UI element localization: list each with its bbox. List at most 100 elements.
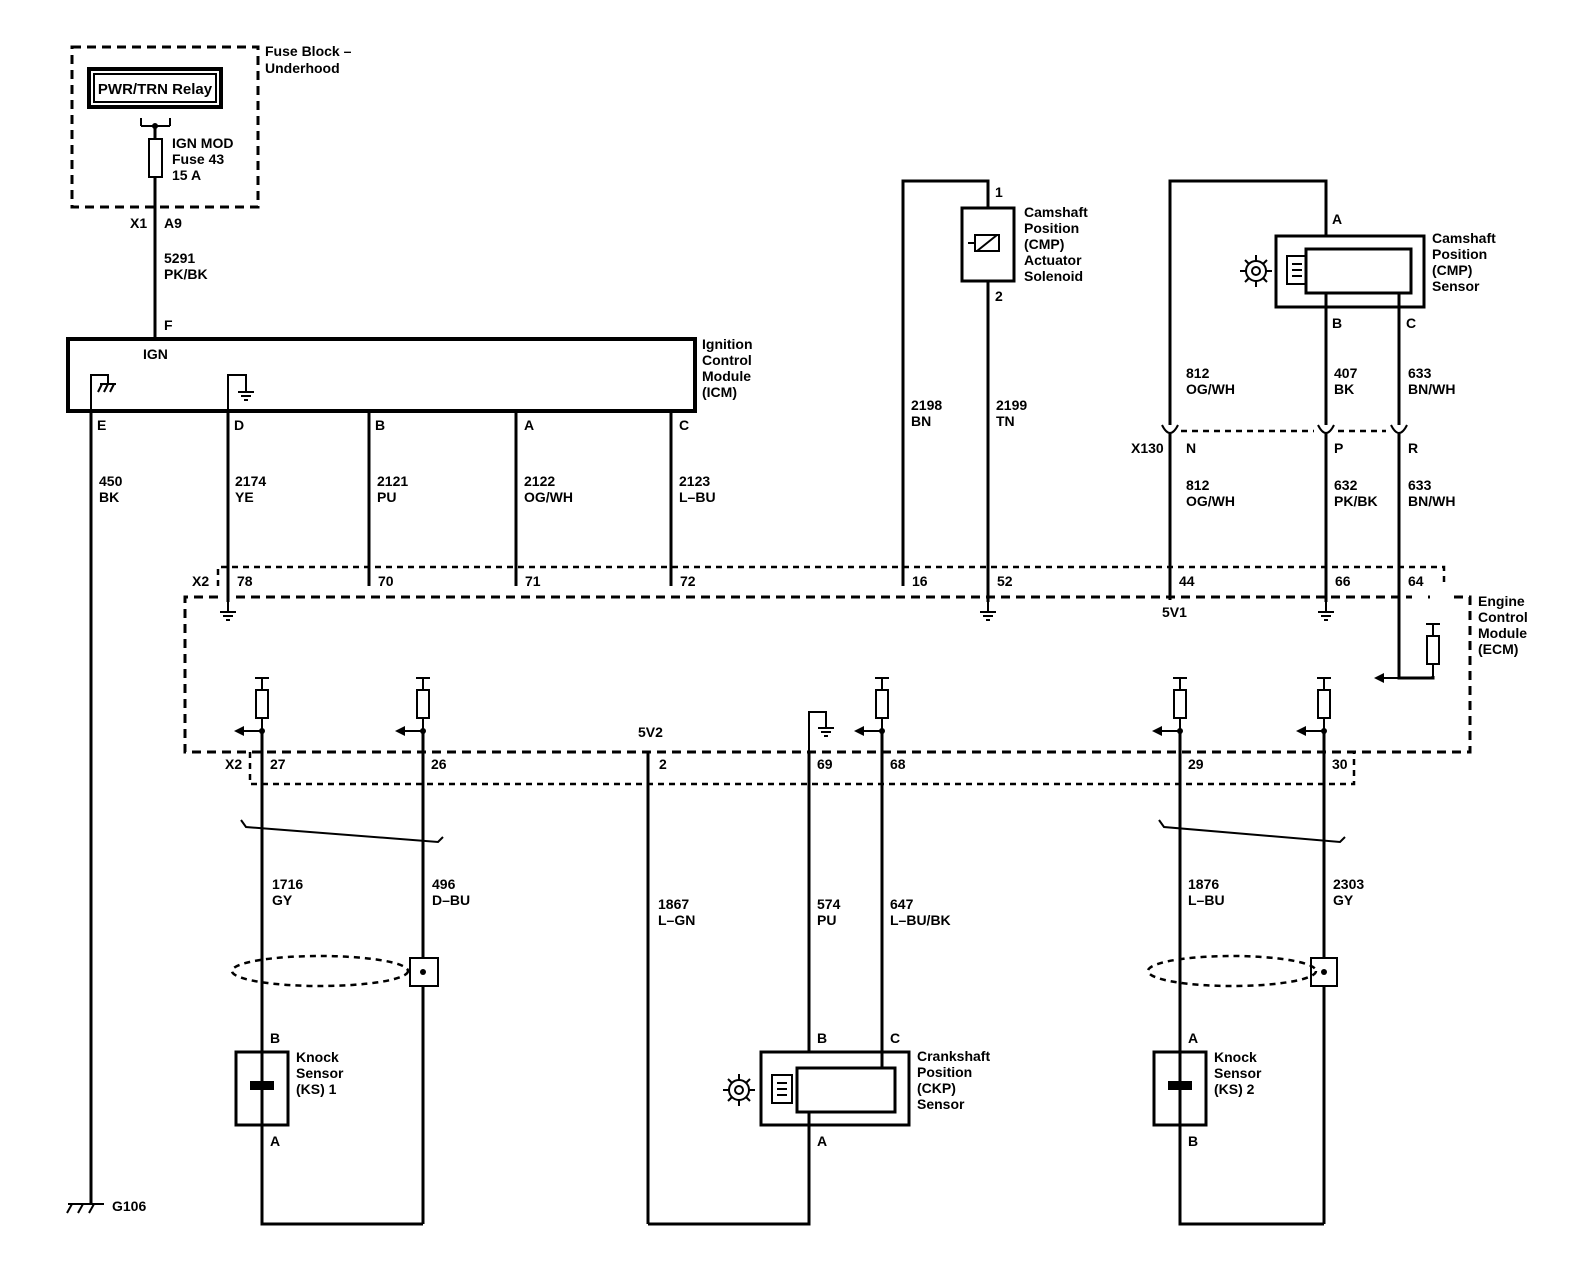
ecm-5v1-label: 5V1 bbox=[1162, 604, 1187, 620]
fuse-block-underhood: Fuse Block – Underhood PWR/TRN Relay IGN… bbox=[70, 43, 352, 231]
ckp-label-line2: Position bbox=[917, 1064, 972, 1080]
cmp-sensor-label-line3: (CMP) bbox=[1432, 262, 1472, 278]
wire-632-color: PK/BK bbox=[1334, 493, 1378, 509]
ecm-top-x2-label: X2 bbox=[192, 573, 209, 589]
knock-sensor-2: 1876 L–BU 2303 GY A Knock Sensor (KS) 2 … bbox=[1146, 731, 1364, 1226]
wire-2303-color: GY bbox=[1333, 892, 1354, 908]
icm-pin-c: C bbox=[679, 417, 689, 433]
solenoid-pin-1: 1 bbox=[995, 184, 1003, 200]
wire-2303-circuit: 2303 bbox=[1333, 876, 1364, 892]
wire-1867-circuit: 1867 bbox=[658, 896, 689, 912]
wire-2122-circuit: 2122 bbox=[524, 473, 555, 489]
wire-2198-circuit: 2198 bbox=[911, 397, 942, 413]
ks1-label-line2: Sensor bbox=[296, 1065, 344, 1081]
knock-sensor-1: 1716 GY 496 D–BU B Knock Sensor (KS) 1 A bbox=[230, 731, 470, 1226]
wire-574-circuit: 574 bbox=[817, 896, 841, 912]
ecm-pin-52-ground-icon bbox=[979, 601, 997, 621]
solenoid-label-line2: Position bbox=[1024, 220, 1079, 236]
wire-633-lower-color: BN/WH bbox=[1408, 493, 1455, 509]
wire-633-upper-circuit: 633 bbox=[1408, 365, 1432, 381]
ecm-pin-30: 30 bbox=[1332, 756, 1348, 772]
wire-574-color: PU bbox=[817, 912, 836, 928]
wire-2123-circuit: 2123 bbox=[679, 473, 710, 489]
icm-label-line4: (ICM) bbox=[702, 384, 737, 400]
ecm-5v2-label: 5V2 bbox=[638, 724, 663, 740]
ecm-label-line1: Engine bbox=[1478, 593, 1525, 609]
fuse-label-line1: IGN MOD bbox=[172, 135, 233, 151]
x130-pin-p: P bbox=[1334, 440, 1343, 456]
cmp-sensor-pin-b: B bbox=[1332, 315, 1342, 331]
fuse-block-title-line2: Underhood bbox=[265, 60, 340, 76]
ecm-pin-68: 68 bbox=[890, 756, 906, 772]
crankshaft-position-sensor: 1867 L–GN 574 PU 647 L–BU/BK B C Cranksh… bbox=[646, 731, 990, 1226]
wire-2121-circuit: 2121 bbox=[377, 473, 408, 489]
wire-812-lower-circuit: 812 bbox=[1186, 477, 1210, 493]
icm-pin-b: B bbox=[375, 417, 385, 433]
wire-1876-color: L–BU bbox=[1188, 892, 1225, 908]
ecm-label-line3: Module bbox=[1478, 625, 1527, 641]
ecm-pin-64: 64 bbox=[1408, 573, 1424, 589]
ecm-pin-66-ground-icon bbox=[1317, 601, 1335, 621]
cmp-sensor-gear-icon bbox=[1239, 254, 1273, 288]
ks2-label-line2: Sensor bbox=[1214, 1065, 1262, 1081]
wire-812-upper-circuit: 812 bbox=[1186, 365, 1210, 381]
ecm-pin-44: 44 bbox=[1179, 573, 1195, 589]
x1-connector-label: X1 bbox=[130, 215, 147, 231]
ks1-pin-b: B bbox=[270, 1030, 280, 1046]
ks1-label-line3: (KS) 1 bbox=[296, 1081, 337, 1097]
solenoid-label-line4: Actuator bbox=[1024, 252, 1082, 268]
x130-label: X130 bbox=[1131, 440, 1164, 456]
wire-632-circuit: 632 bbox=[1334, 477, 1358, 493]
wire-2198-color: BN bbox=[911, 413, 931, 429]
solenoid-label-line3: (CMP) bbox=[1024, 236, 1064, 252]
wire-5291-circuit: 5291 bbox=[164, 250, 195, 266]
pwr-trn-relay-label: PWR/TRN Relay bbox=[98, 81, 213, 98]
solenoid-label-line1: Camshaft bbox=[1024, 204, 1088, 220]
fuse-block-title-line1: Fuse Block – bbox=[265, 43, 352, 59]
wire-450-color: BK bbox=[99, 489, 119, 505]
ecm-pin-26: 26 bbox=[431, 756, 447, 772]
cmp-sensor: A Camshaft Position (CMP) Sensor B C bbox=[1168, 179, 1496, 425]
wire-450-circuit: 450 bbox=[99, 473, 123, 489]
cmp-actuator-solenoid: 1 2 Camshaft Position (CMP) Actuator Sol… bbox=[901, 179, 1088, 586]
x130-connector: X130 N P R bbox=[1131, 424, 1418, 456]
solenoid-pin-2: 2 bbox=[995, 288, 1003, 304]
wire-496-color: D–BU bbox=[432, 892, 470, 908]
ground-g106-label: G106 bbox=[112, 1198, 146, 1214]
engine-control-module: Engine Control Module (ECM) X2 78 70 71 … bbox=[183, 565, 1528, 786]
ckp-pin-b: B bbox=[817, 1030, 827, 1046]
ks2-label-line1: Knock bbox=[1214, 1049, 1257, 1065]
icm-ign-label: IGN bbox=[143, 346, 168, 362]
wire-2122-color: OG/WH bbox=[524, 489, 573, 505]
ks2-label-line3: (KS) 2 bbox=[1214, 1081, 1255, 1097]
wire-812-upper-color: OG/WH bbox=[1186, 381, 1235, 397]
ecm-pin-70: 70 bbox=[378, 573, 394, 589]
fuse-label-line3: 15 A bbox=[172, 167, 201, 183]
wire-812-lower-color: OG/WH bbox=[1186, 493, 1235, 509]
ckp-label-line3: (CKP) bbox=[917, 1080, 956, 1096]
wire-1716-color: GY bbox=[272, 892, 293, 908]
ckp-pin-a: A bbox=[817, 1133, 827, 1149]
cmp-sensor-label-line1: Camshaft bbox=[1432, 230, 1496, 246]
ecm-pin-2: 2 bbox=[659, 756, 667, 772]
x1-pin-a9-label: A9 bbox=[164, 215, 182, 231]
ignition-control-module: F IGN Ignition Control Module (ICM) bbox=[66, 317, 753, 413]
wire-647-circuit: 647 bbox=[890, 896, 914, 912]
wire-647-color: L–BU/BK bbox=[890, 912, 951, 928]
icm-pin-e: E bbox=[97, 417, 106, 433]
wire-407-circuit: 407 bbox=[1334, 365, 1358, 381]
fuse-label-line2: Fuse 43 bbox=[172, 151, 224, 167]
icm-pin-a: A bbox=[524, 417, 534, 433]
ign-mod-fuse-43 bbox=[148, 138, 163, 178]
x130-pin-n: N bbox=[1186, 440, 1196, 456]
cmp-sensor-pin-c: C bbox=[1406, 315, 1416, 331]
ecm-bottom-x2-label: X2 bbox=[225, 756, 242, 772]
ckp-label-line4: Sensor bbox=[917, 1096, 965, 1112]
wire-1716-circuit: 1716 bbox=[272, 876, 303, 892]
x130-pin-r: R bbox=[1408, 440, 1418, 456]
ecm-pin-78: 78 bbox=[237, 573, 253, 589]
ckp-gear-icon bbox=[722, 1073, 756, 1107]
wire-2199-color: TN bbox=[996, 413, 1015, 429]
wire-2121-color: PU bbox=[377, 489, 396, 505]
